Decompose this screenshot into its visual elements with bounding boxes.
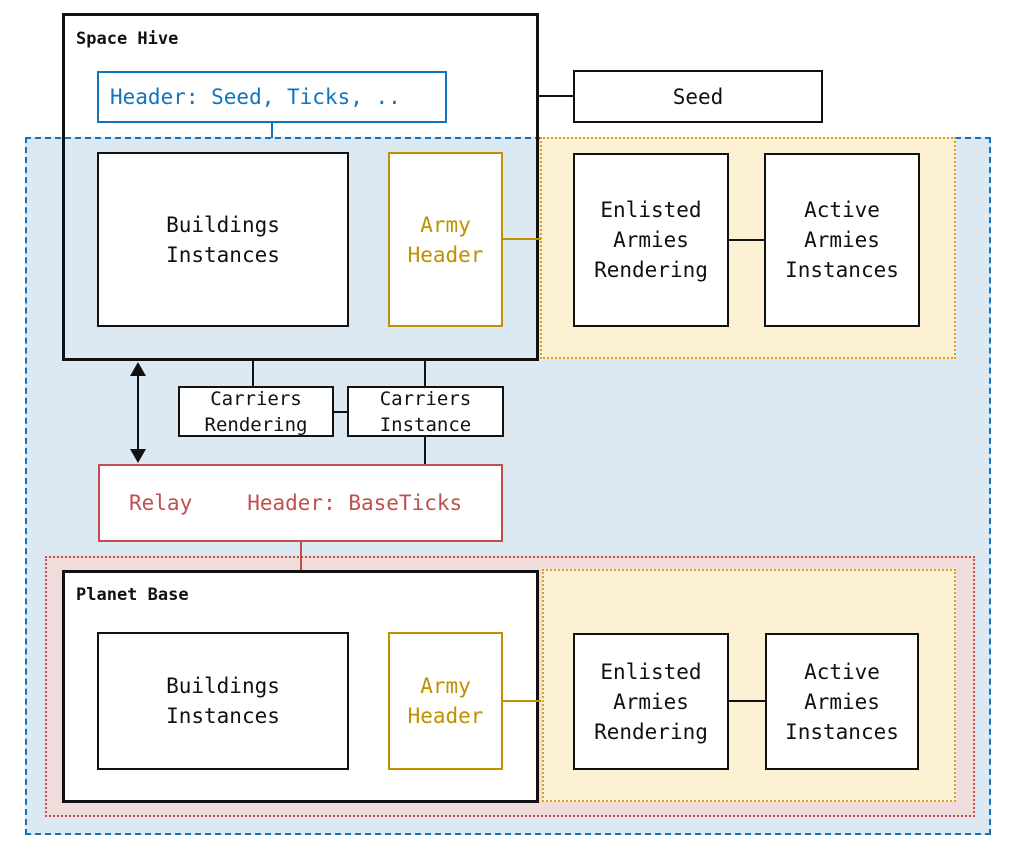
seed-label: Seed — [672, 84, 724, 109]
relay-header-label: Header: BaseTicks — [247, 491, 463, 515]
connector-carriers-link — [334, 411, 347, 413]
relay-box: Relay Header: BaseTicks — [98, 464, 503, 542]
arrow-up-head — [130, 362, 146, 376]
hive-enlisted-armies-box: Enlisted Armies Rendering — [573, 153, 729, 327]
planet-base-title: Planet Base — [76, 585, 189, 605]
base-active-armies-box: Active Armies Instances — [765, 633, 919, 770]
arrow-down-head — [130, 449, 146, 463]
hive-enlisted-armies-label: Enlisted Armies Rendering — [594, 198, 708, 282]
carriers-rendering-label: Carriers Rendering — [204, 387, 308, 436]
carriers-instance-box: Carriers Instance — [347, 386, 504, 437]
space-hive-box: Space Hive — [62, 13, 539, 361]
hive-army-header-label: Army Header — [407, 212, 484, 267]
hive-active-armies-box: Active Armies Instances — [764, 153, 920, 327]
base-enlisted-armies-label: Enlisted Armies Rendering — [594, 659, 708, 744]
relay-name-label: Relay — [129, 491, 193, 515]
connector-relay-to-planet-base — [300, 542, 302, 570]
hive-army-header-box: Army Header — [388, 152, 503, 327]
space-hive-title: Space Hive — [76, 29, 179, 49]
carriers-instance-label: Carriers Instance — [379, 387, 472, 436]
hive-buildings-instances-label: Buildings Instances — [166, 212, 280, 267]
hive-active-armies-label: Active Armies Instances — [785, 198, 899, 282]
base-active-armies-label: Active Armies Instances — [785, 659, 899, 744]
base-enlisted-armies-box: Enlisted Armies Rendering — [573, 633, 729, 770]
base-army-header-label: Army Header — [407, 674, 484, 728]
connector-hive-enlisted-active — [729, 239, 764, 241]
connector-header-to-scope — [271, 123, 273, 138]
base-army-header-box: Army Header — [388, 632, 503, 770]
hive-header-box: Header: Seed, Ticks, .. — [97, 71, 447, 123]
connector-hive-army-header — [503, 238, 541, 240]
seed-box: Seed — [573, 70, 823, 123]
base-buildings-instances-box: Buildings Instances — [97, 632, 349, 770]
hive-buildings-instances-box: Buildings Instances — [97, 152, 349, 327]
connector-base-army-header — [503, 700, 541, 702]
base-buildings-instances-label: Buildings Instances — [166, 674, 280, 728]
connector-hive-to-carriers-rendering — [252, 361, 254, 387]
connector-base-enlisted-active — [729, 700, 765, 702]
hive-header-label: Header: Seed, Ticks, .. — [110, 85, 401, 109]
arrow-shaft — [137, 372, 139, 453]
connector-hive-to-carriers-instance — [424, 361, 426, 387]
connector-carriers-instance-to-relay — [424, 437, 426, 464]
hive-relay-double-arrow — [129, 362, 147, 463]
connector-hive-to-seed — [539, 95, 573, 97]
carriers-rendering-box: Carriers Rendering — [178, 386, 334, 437]
